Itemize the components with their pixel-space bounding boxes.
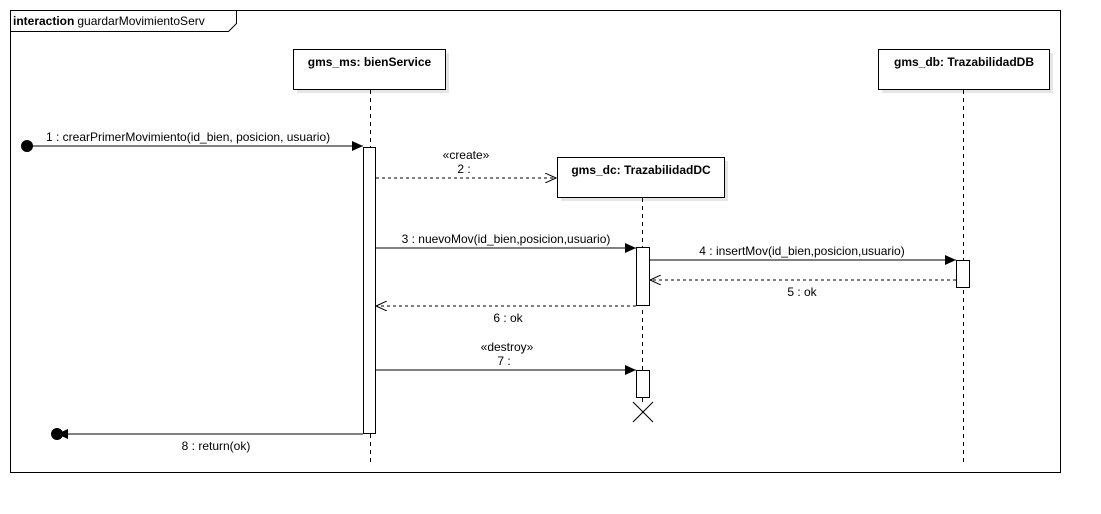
message-label: 5 : ok (787, 285, 817, 299)
message-label: 3 : nuevoMov(id_bien,posicion,usuario) (402, 232, 611, 246)
message-label: 2 : (457, 162, 470, 176)
message-stereotype: «create» (443, 148, 490, 162)
message-2[interactable]: «create» 2 : (376, 148, 556, 178)
frame-border (10, 10, 1061, 473)
lifeline-title: gms_dc: TrazabilidadDC (571, 163, 711, 177)
message-1[interactable]: 1 : crearPrimerMovimiento(id_bien, posic… (21, 130, 363, 152)
message-4[interactable]: 4 : insertMov(id_bien,posicion,usuario) (650, 244, 956, 265)
lifeline-head[interactable] (557, 157, 725, 198)
message-3[interactable]: 3 : nuevoMov(id_bien,posicion,usuario) (376, 232, 636, 253)
message-8[interactable]: 8 : return(ok) (51, 428, 363, 453)
lifeline-trazabilidad-db[interactable]: gms_db: TrazabilidadDB (878, 49, 1054, 466)
message-7[interactable]: «destroy» 7 : (376, 340, 636, 375)
message-5[interactable]: 5 : ok (650, 280, 956, 299)
message-label: 4 : insertMov(id_bien,posicion,usuario) (699, 244, 904, 258)
message-label: 6 : ok (493, 311, 523, 325)
message-label: 1 : crearPrimerMovimiento(id_bien, posic… (46, 130, 330, 144)
frame-tab (10, 10, 237, 32)
message-label: 8 : return(ok) (182, 439, 251, 453)
lifeline-bien-service[interactable]: gms_ms: bienService (293, 49, 450, 466)
activation-bar-destroy (636, 370, 650, 398)
activation-bar-bien-service (363, 147, 376, 434)
activation-bar-trazabilidad-db (956, 260, 970, 288)
lifeline-head[interactable] (293, 49, 446, 90)
lifeline-head[interactable] (878, 49, 1050, 90)
frame-name: guardarMovimientoServ (77, 14, 204, 28)
lifeline-trazabilidad-dc[interactable]: gms_dc: TrazabilidadDC (557, 157, 729, 406)
lifeline-title: gms_db: TrazabilidadDB (894, 55, 1034, 69)
destroy-x-icon (632, 401, 654, 423)
message-label: 7 : (497, 354, 510, 368)
activation-bar-trazabilidad-dc (636, 247, 650, 306)
message-stereotype: «destroy» (481, 340, 534, 354)
lost-message-dot-icon (51, 428, 63, 440)
lifeline-title: gms_ms: bienService (308, 55, 432, 69)
message-6[interactable]: 6 : ok (376, 306, 636, 325)
frame-keyword: interaction (13, 14, 74, 28)
